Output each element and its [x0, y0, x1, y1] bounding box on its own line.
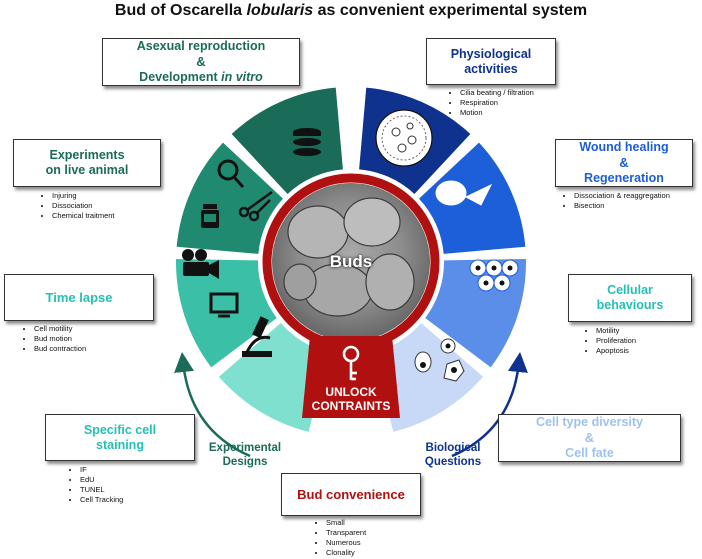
key-icon: [342, 345, 360, 381]
biological-questions-label: Biological Questions: [424, 442, 482, 469]
list-item: Motion: [460, 108, 534, 118]
monitor-icon: [209, 292, 239, 318]
cell-type-nuclei: [420, 343, 457, 373]
list-item: EdU: [80, 475, 123, 485]
center-label: Buds: [329, 252, 373, 271]
physiological-list: Cilia beating / filtration Respiration M…: [446, 88, 534, 118]
segment-cell-type: [373, 323, 484, 432]
contraints-label: CONTRAINTS: [311, 399, 391, 413]
list-item: Cilia beating / filtration: [460, 88, 534, 98]
segment-asexual: [231, 87, 343, 194]
cell-nuclei: [475, 265, 513, 286]
unlock-label: UNLOCK: [325, 385, 377, 399]
experimental-designs-label: Experimental Designs: [208, 442, 282, 469]
experiments-list: Injuring Dissociation Chemical traitment: [38, 191, 115, 221]
list-item: Injuring: [52, 191, 115, 201]
experimental-arrow: [174, 352, 251, 458]
petri-dish-icon: [293, 128, 321, 156]
list-item: IF: [80, 465, 123, 475]
list-item: Small: [326, 518, 366, 528]
microscope-icon: [242, 316, 272, 357]
magnifier-icon: [217, 159, 245, 189]
cell-type-diversity-box: Cell type diversity & Cell fate: [498, 414, 681, 462]
list-item: Motility: [596, 326, 636, 336]
sponge-section-icon: [375, 109, 433, 167]
list-item: Cell Tracking: [80, 495, 123, 505]
experiments-live-animal-box: Experiments on live animal: [13, 139, 161, 187]
list-item: Bud motion: [34, 334, 86, 344]
list-item: Apoptosis: [596, 346, 636, 356]
cellular-behaviours-box: Cellular behaviours: [568, 274, 692, 322]
wound-healing-list: Dissociation & reaggregation Bisection: [560, 191, 670, 211]
segment-staining: [218, 323, 329, 432]
video-camera-icon: [182, 249, 219, 279]
physiological-activities-box: Physiological activities: [426, 38, 556, 85]
wound-healing-box: Wound healing & Regeneration: [555, 139, 693, 187]
list-item: TUNEL: [80, 485, 123, 495]
cellular-list: Motility Proliferation Apoptosis: [582, 326, 636, 356]
list-item: Respiration: [460, 98, 534, 108]
bud-convenience-box: Bud convenience: [281, 473, 421, 516]
time-lapse-box: Time lapse: [4, 274, 154, 321]
wound-bud-icon: [435, 180, 493, 206]
bud-convenience-list: Small Transparent Numerous Clonality: [312, 518, 366, 558]
list-item: Transparent: [326, 528, 366, 538]
list-item: Cell motility: [34, 324, 86, 334]
bud-blobs: [283, 197, 415, 317]
specific-cell-staining-box: Specific cell staining: [45, 414, 195, 461]
list-item: Dissociation: [52, 201, 115, 211]
list-item: Numerous: [326, 538, 366, 548]
medicine-bottle-icon: [201, 204, 219, 228]
scissors-icon: [238, 190, 273, 222]
list-item: Chemical traitment: [52, 211, 115, 221]
staining-list: IF EdU TUNEL Cell Tracking: [66, 465, 123, 505]
list-item: Proliferation: [596, 336, 636, 346]
list-item: Bisection: [574, 201, 670, 211]
list-item: Dissociation & reaggregation: [574, 191, 670, 201]
time-lapse-list: Cell motility Bud motion Bud contraction: [20, 324, 86, 354]
list-item: Bud contraction: [34, 344, 86, 354]
asexual-reproduction-box: Asexual reproduction & Development in vi…: [102, 38, 300, 86]
list-item: Clonality: [326, 548, 366, 558]
page-title: Bud of Oscarella lobularis as convenient…: [114, 2, 588, 19]
